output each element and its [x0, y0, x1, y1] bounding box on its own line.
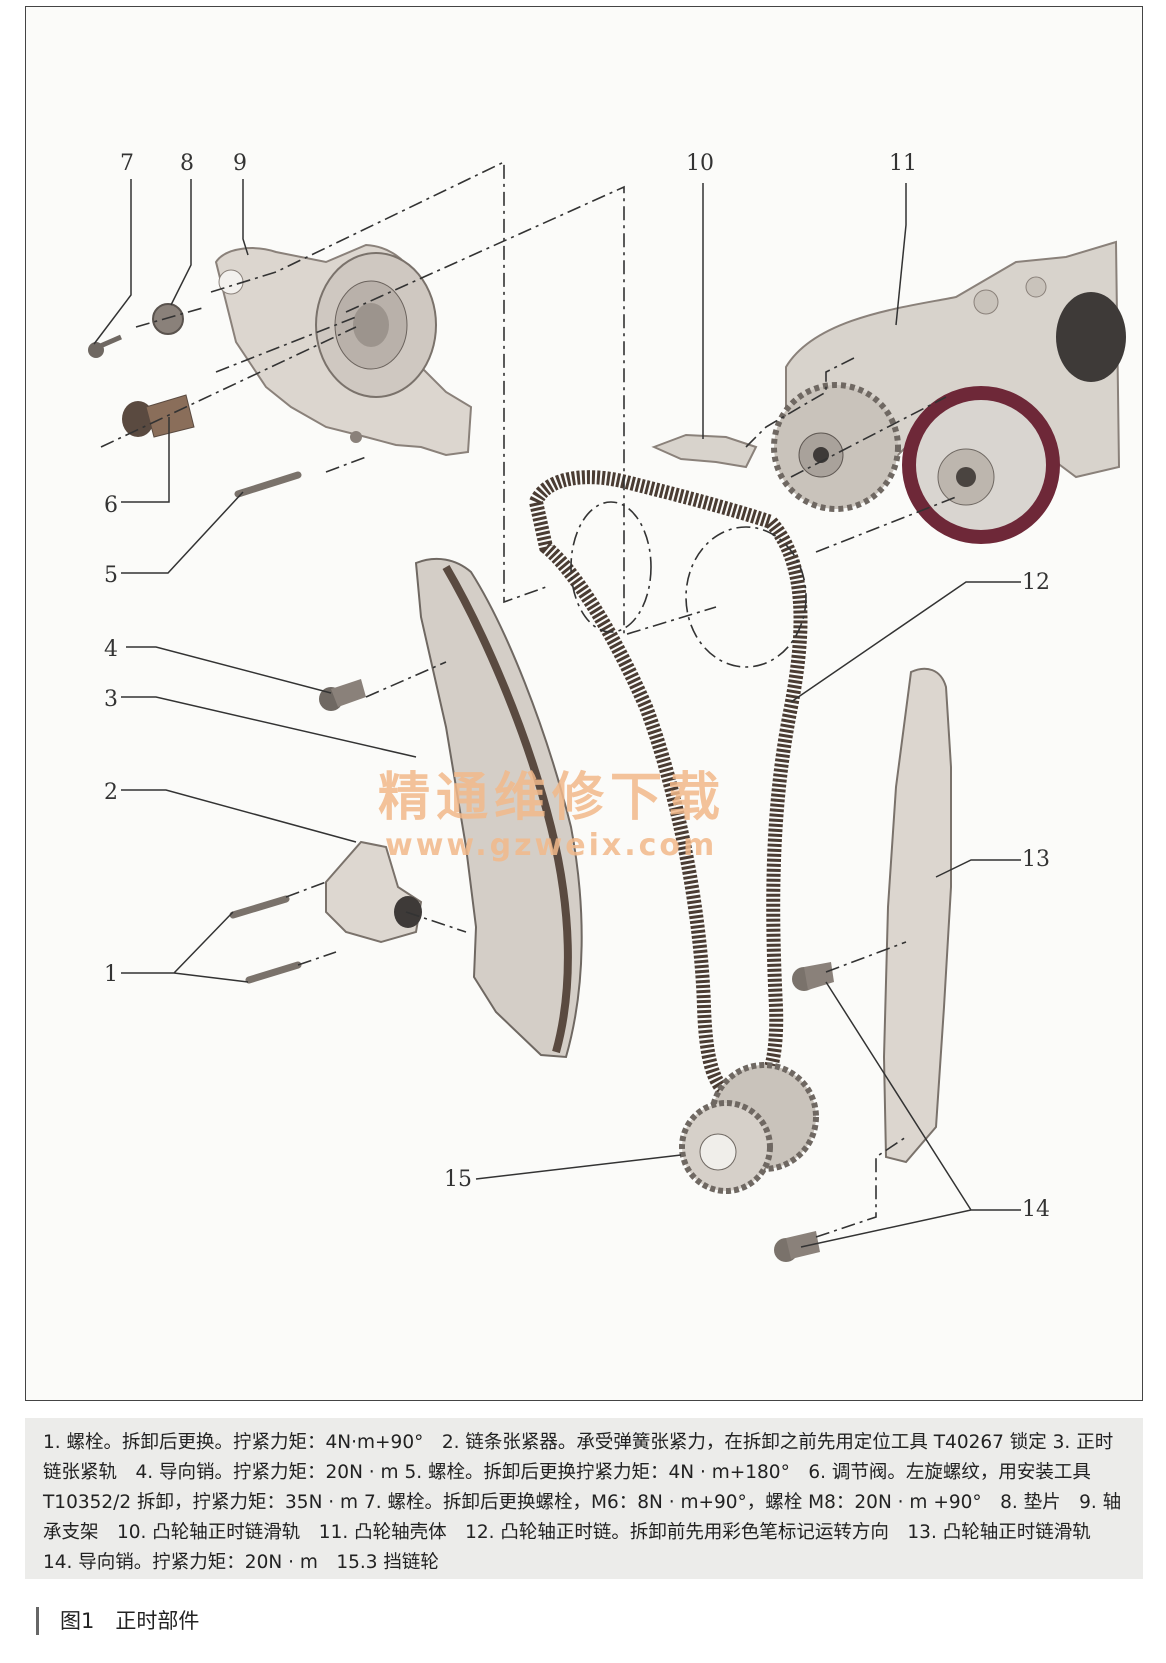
caption-text: 1. 螺栓。拆卸后更换。拧紧力矩：4N·m+90° 2. 链条张紧器。承受弹簧张… — [43, 1432, 1122, 1573]
bolt-1b — [245, 961, 302, 984]
leader-lines — [93, 179, 1021, 1248]
figure-label-bar — [36, 1607, 39, 1635]
guide-pin-4 — [319, 679, 366, 711]
small-slide-rail — [651, 433, 758, 469]
callout-1: 1 — [104, 962, 118, 987]
callout-11: 11 — [889, 151, 917, 176]
figure-label: 图1 正时部件 — [60, 1609, 200, 1633]
callout-12: 12 — [1022, 570, 1050, 595]
triple-sprocket — [679, 1062, 819, 1194]
assembly-lines — [100, 160, 957, 1238]
callout-6: 6 — [104, 493, 118, 518]
callout-5: 5 — [104, 563, 118, 588]
watermark-text: 精通维修下载 — [378, 768, 727, 828]
watermark-url: www.gzweix.com — [385, 828, 718, 863]
washer — [152, 303, 184, 335]
callout-9: 9 — [233, 151, 247, 176]
timing-chain — [528, 470, 808, 1105]
diagram-frame: 7 8 9 10 11 6 5 12 4 3 2 13 1 15 14 — [25, 6, 1143, 1401]
callout-3: 3 — [104, 687, 118, 712]
caption-box: 1. 螺栓。拆卸后更换。拧紧力矩：4N·m+90° 2. 链条张紧器。承受弹簧张… — [25, 1418, 1143, 1579]
slide-rail-13 — [882, 667, 952, 1164]
camshaft-sprocket — [771, 382, 901, 512]
callout-2: 2 — [104, 780, 118, 805]
callout-7: 7 — [120, 151, 134, 176]
callout-14: 14 — [1022, 1197, 1050, 1222]
exploded-view-drawing — [88, 160, 1126, 1262]
callout-4: 4 — [104, 637, 118, 662]
tensioner-rail — [414, 557, 583, 1059]
callout-10: 10 — [686, 151, 714, 176]
guide-pin-14b — [774, 1231, 820, 1262]
bolt-7 — [88, 334, 122, 358]
callout-8: 8 — [180, 151, 194, 176]
callout-15: 15 — [444, 1167, 472, 1192]
bolt-5 — [234, 471, 302, 498]
bearing-bracket — [214, 243, 473, 457]
bolt-1a — [229, 895, 290, 919]
callout-13: 13 — [1022, 847, 1050, 872]
guide-pin-14a — [792, 962, 834, 991]
camshaft-adjuster — [902, 386, 1060, 544]
adjustment-valve — [122, 394, 195, 438]
